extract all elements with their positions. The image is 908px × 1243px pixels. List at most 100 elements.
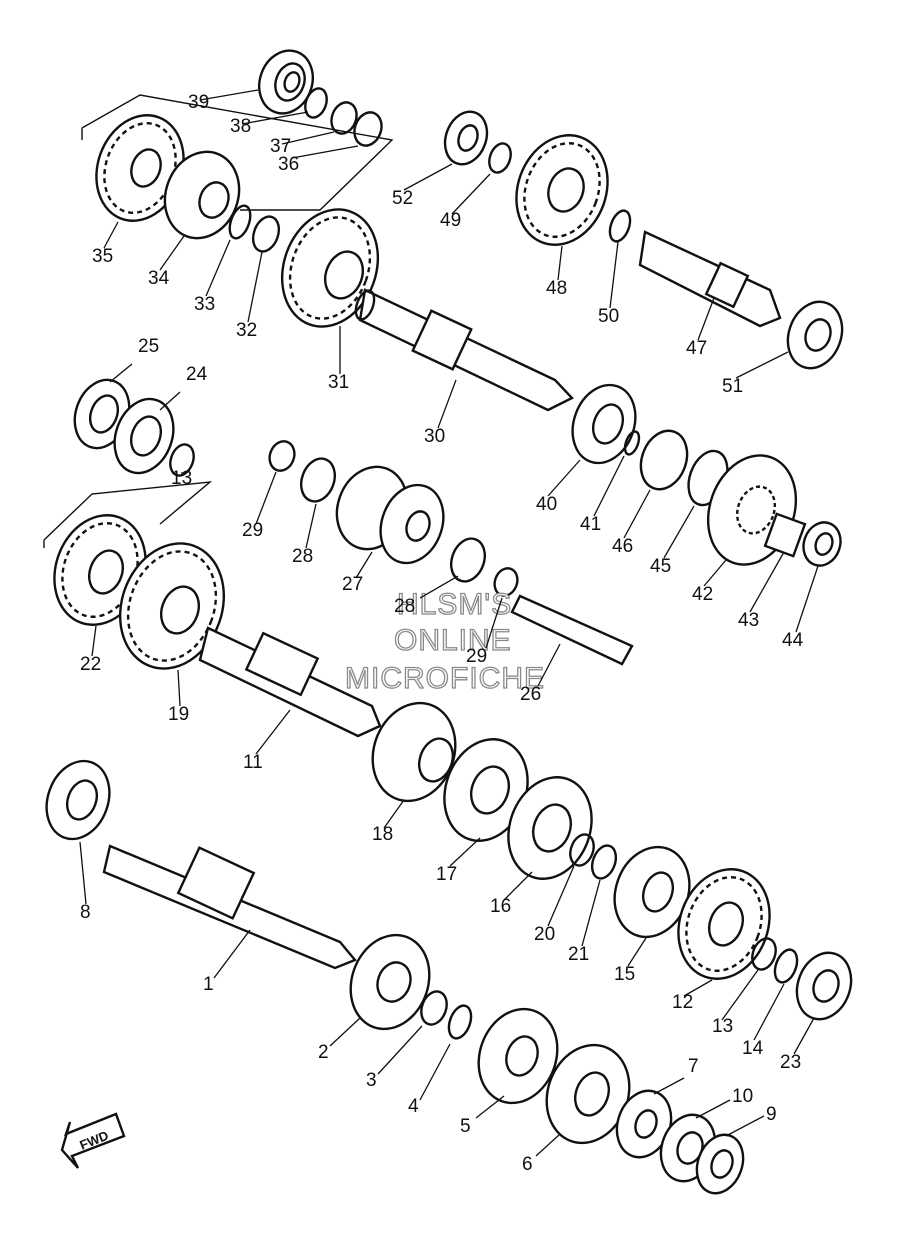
bearing-28-upper: [299, 457, 337, 503]
leader-line: [795, 565, 819, 633]
leader-line: [451, 173, 491, 215]
bearing-39: [258, 49, 314, 115]
leader-line: [355, 551, 373, 579]
group-bracket-top: [81, 94, 394, 211]
leader-line: [255, 709, 291, 755]
leader-line: [609, 241, 619, 309]
leader-line: [91, 625, 97, 657]
watermark-line-3: MICROFICHE: [345, 662, 545, 695]
leader-line: [305, 503, 317, 549]
callout-label: 47: [686, 338, 707, 359]
callout-label: 25: [138, 336, 159, 357]
callout-label: 41: [580, 514, 601, 535]
gear-15: [613, 845, 691, 939]
leader-line: [159, 391, 181, 411]
leader-line: [437, 379, 457, 429]
callout-label: 5: [460, 1116, 471, 1137]
callout-label: 7: [688, 1056, 699, 1077]
callout-label: 14: [742, 1038, 764, 1059]
leader-line: [725, 1115, 765, 1137]
leader-line: [703, 559, 727, 587]
callout-label: 32: [236, 320, 257, 341]
leader-line: [449, 837, 481, 867]
callout-label: 10: [732, 1086, 753, 1107]
bearing-8: [45, 759, 111, 841]
leader-line: [329, 1017, 361, 1047]
callout-label: 45: [650, 556, 671, 577]
leader-line: [419, 575, 459, 599]
callout-label: 29: [242, 520, 263, 541]
callout-label: 18: [372, 824, 393, 845]
leader-line: [281, 131, 335, 145]
callout-label: 19: [168, 704, 189, 725]
leader-line: [683, 979, 713, 997]
callout-label: 43: [738, 610, 759, 631]
washer-32: [251, 215, 281, 253]
callout-label: 33: [194, 294, 215, 315]
leader-line: [623, 489, 651, 539]
leader-line: [749, 551, 785, 613]
leader-line: [557, 245, 563, 281]
callout-label: 34: [148, 268, 170, 289]
leader-line: [103, 221, 119, 249]
bearing-28-lower: [449, 537, 487, 583]
callout-label: 21: [568, 944, 589, 965]
clip-14: [773, 948, 799, 984]
washer-29-lower: [493, 567, 519, 597]
leader-line: [697, 297, 715, 341]
callout-label: 17: [436, 864, 457, 885]
callout-label: 20: [534, 924, 555, 945]
callout-label: 13: [712, 1016, 733, 1037]
leader-line: [793, 1017, 815, 1055]
washer-29-upper: [268, 440, 296, 472]
gear-34: [163, 150, 241, 240]
callout-label: 26: [520, 684, 541, 705]
leader-line: [383, 799, 405, 829]
leader-line: [735, 351, 789, 379]
leader-line: [377, 1025, 423, 1075]
gear-48: [515, 134, 609, 246]
group-bracket-middle: [43, 481, 213, 548]
leader-line: [537, 643, 561, 687]
leader-line: [291, 145, 359, 159]
leader-line: [109, 363, 133, 383]
callout-label: 28: [292, 546, 313, 567]
leader-line: [205, 239, 231, 297]
gear-35: [95, 114, 185, 222]
leader-line: [627, 937, 647, 967]
leader-line: [213, 929, 251, 979]
clip-41: [623, 430, 641, 456]
callout-label: 40: [536, 494, 557, 515]
callout-label: 15: [614, 964, 635, 985]
callout-label: 50: [598, 306, 619, 327]
callout-label: 29: [466, 646, 487, 667]
callout-label: 16: [490, 896, 511, 917]
callout-label: 36: [278, 154, 299, 175]
leader-line: [753, 983, 785, 1041]
leader-line: [159, 235, 185, 271]
callout-label: 12: [672, 992, 693, 1013]
leader-line: [547, 459, 581, 497]
leader-line: [177, 669, 181, 707]
callout-label: 6: [522, 1154, 533, 1175]
callout-label: 1: [203, 974, 214, 995]
callout-label: 31: [328, 372, 349, 393]
ring-33: [228, 204, 252, 240]
shaft-47: [638, 230, 782, 328]
gear-6: [545, 1043, 631, 1145]
shaft-30: [354, 288, 574, 412]
gear-5: [477, 1007, 559, 1105]
ring-37: [330, 101, 358, 135]
callout-label: 9: [766, 1104, 777, 1125]
leader-line: [535, 1133, 561, 1157]
gear-19: [118, 542, 226, 670]
bearing-24: [113, 397, 175, 475]
washer-49: [488, 142, 512, 174]
bearing-40: [571, 383, 637, 465]
gear-2: [349, 933, 431, 1031]
leader-line: [653, 1077, 685, 1095]
watermark-line-2: ONLINE: [394, 624, 512, 657]
callout-label: 51: [722, 376, 743, 397]
callout-label: 27: [342, 574, 363, 595]
